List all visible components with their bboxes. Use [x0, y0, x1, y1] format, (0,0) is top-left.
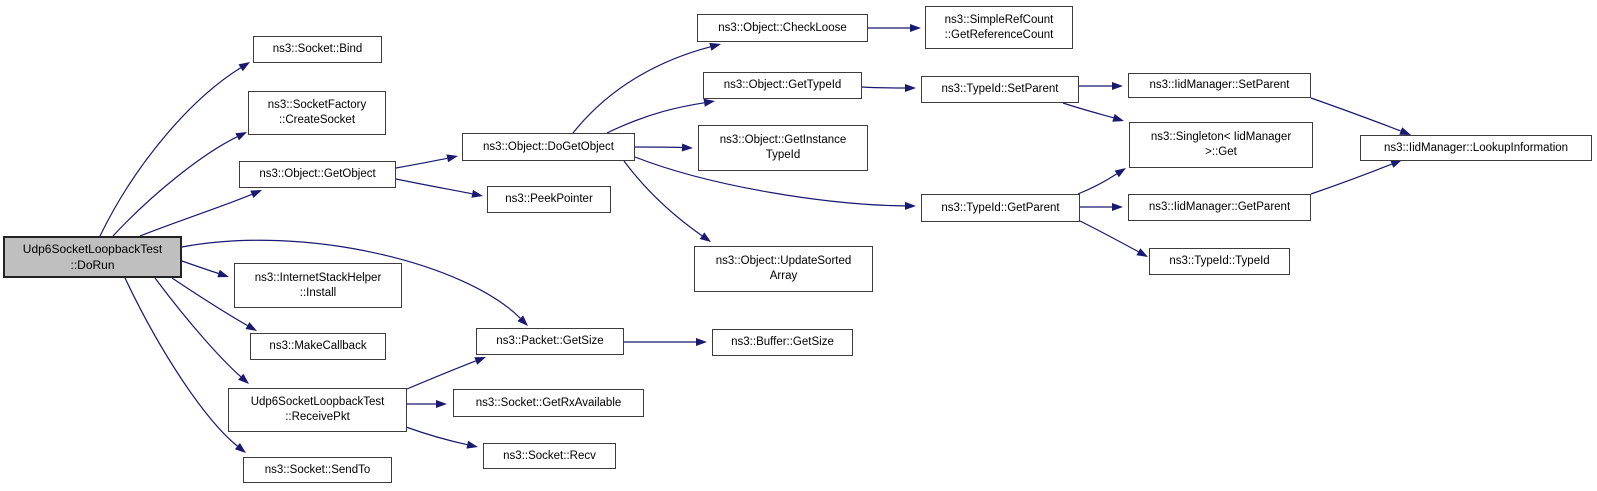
graph-node-doRun: Udp6SocketLoopbackTest ::DoRun	[3, 236, 182, 278]
call-edge-doGetObject-to-getInstanceTypeId	[634, 146, 683, 149]
call-edge-doRun-to-receivePkt	[154, 277, 242, 378]
call-edge-typeIdGetParent-to-singletonGet	[1077, 173, 1118, 195]
graph-node-socketRecv[interactable]: ns3::Socket::Recv	[483, 443, 616, 469]
arrowhead-icon	[1112, 203, 1123, 211]
graph-node-updateSortedArray[interactable]: ns3::Object::UpdateSorted Array	[694, 246, 873, 292]
graph-node-getInstanceTypeId[interactable]: ns3::Object::GetInstance TypeId	[698, 125, 868, 171]
graph-node-receivePkt[interactable]: Udp6SocketLoopbackTest ::ReceivePkt	[228, 388, 407, 432]
arrowhead-icon	[1136, 248, 1148, 257]
call-edge-getObject-to-peekPointer	[395, 178, 473, 195]
graph-node-bind[interactable]: ns3::Socket::Bind	[253, 36, 382, 63]
call-edge-doRun-to-makeCallback	[171, 277, 248, 327]
graph-node-getRxAvailable[interactable]: ns3::Socket::GetRxAvailable	[453, 389, 644, 417]
arrowhead-icon	[217, 269, 229, 278]
arrowhead-icon	[446, 154, 458, 163]
arrowhead-icon	[235, 132, 247, 141]
arrowhead-icon	[709, 42, 721, 51]
graph-node-singletonGet[interactable]: ns3::Singleton< IidManager >::Get	[1129, 122, 1313, 168]
graph-node-packetGetSize[interactable]: ns3::Packet::GetSize	[476, 328, 624, 355]
graph-node-peekPointer[interactable]: ns3::PeekPointer	[487, 186, 611, 213]
graph-node-getRefCount[interactable]: ns3::SimpleRefCount ::GetReferenceCount	[925, 6, 1073, 49]
arrowhead-icon	[910, 24, 921, 32]
arrowhead-icon	[1390, 160, 1402, 168]
call-edge-doGetObject-to-checkLoose	[572, 46, 711, 134]
graph-node-install[interactable]: ns3::InternetStackHelper ::Install	[234, 263, 402, 308]
arrowhead-icon	[703, 98, 715, 107]
call-edge-typeIdGetParent-to-typeIdTypeId	[1079, 220, 1139, 253]
graph-node-createSocket[interactable]: ns3::SocketFactory ::CreateSocket	[248, 91, 386, 135]
call-edge-getTypeId-to-typeIdSetParent	[861, 86, 906, 89]
graph-node-typeIdSetParent[interactable]: ns3::TypeId::SetParent	[921, 76, 1079, 103]
graph-node-doGetObject[interactable]: ns3::Object::DoGetObject	[462, 133, 635, 161]
arrowhead-icon	[245, 322, 257, 331]
graph-node-sendTo[interactable]: ns3::Socket::SendTo	[243, 457, 392, 483]
arrowhead-icon	[250, 190, 262, 198]
call-edge-doRun-to-createSocket	[112, 136, 238, 237]
call-edge-doGetObject-to-getTypeId	[606, 102, 705, 134]
arrowhead-icon	[436, 400, 447, 408]
call-edge-typeIdSetParent-to-singletonGet	[1062, 102, 1114, 119]
call-edge-iidSetParent-to-lookupInfo	[1310, 97, 1401, 132]
arrowhead-icon	[905, 201, 916, 210]
arrowhead-icon	[905, 84, 916, 92]
call-edge-doRun-to-sendTo	[124, 277, 238, 447]
call-edge-doRun-to-getObject	[139, 193, 253, 237]
graph-node-checkLoose[interactable]: ns3::Object::CheckLoose	[697, 14, 868, 42]
graph-node-getTypeId[interactable]: ns3::Object::GetTypeId	[703, 72, 862, 99]
graph-node-makeCallback[interactable]: ns3::MakeCallback	[250, 333, 386, 360]
arrowhead-icon	[699, 232, 711, 242]
arrowhead-icon	[1112, 82, 1123, 90]
graph-node-iidGetParent[interactable]: ns3::IidManager::GetParent	[1128, 194, 1311, 221]
arrowhead-icon	[517, 315, 528, 326]
graph-node-typeIdGetParent[interactable]: ns3::TypeId::GetParent	[921, 194, 1080, 222]
graph-node-iidSetParent[interactable]: ns3::IidManager::SetParent	[1128, 73, 1311, 98]
arrowhead-icon	[238, 62, 250, 72]
arrowhead-icon	[474, 357, 486, 365]
call-edge-doRun-to-bind	[99, 67, 242, 237]
arrowhead-icon	[1112, 114, 1124, 122]
arrowhead-icon	[696, 338, 707, 346]
call-edge-doRun-to-packetGetSize	[181, 239, 521, 319]
call-edge-doGetObject-to-typeIdGetParent	[634, 156, 906, 207]
graph-node-typeIdTypeId[interactable]: ns3::TypeId::TypeId	[1149, 248, 1290, 275]
call-edge-receivePkt-to-packetGetSize	[406, 360, 476, 390]
arrowhead-icon	[466, 440, 478, 449]
arrowhead-icon	[471, 189, 483, 198]
arrowhead-icon	[1114, 168, 1126, 178]
call-edge-receivePkt-to-socketRecv	[405, 426, 468, 446]
graph-node-lookupInfo[interactable]: ns3::IidManager::LookupInformation	[1360, 135, 1592, 161]
arrowhead-icon	[234, 443, 246, 453]
call-edge-getObject-to-doGetObject	[395, 157, 448, 169]
call-edge-iidGetParent-to-lookupInfo	[1310, 163, 1393, 195]
arrowhead-icon	[238, 373, 249, 384]
call-edge-doRun-to-install	[181, 260, 219, 275]
arrowhead-icon	[1399, 127, 1411, 135]
graph-node-getObject[interactable]: ns3::Object::GetObject	[239, 161, 396, 188]
call-edge-doGetObject-to-updateSortedArray	[623, 160, 703, 237]
arrowhead-icon	[681, 143, 693, 152]
graph-node-bufferGetSize[interactable]: ns3::Buffer::GetSize	[712, 329, 853, 356]
